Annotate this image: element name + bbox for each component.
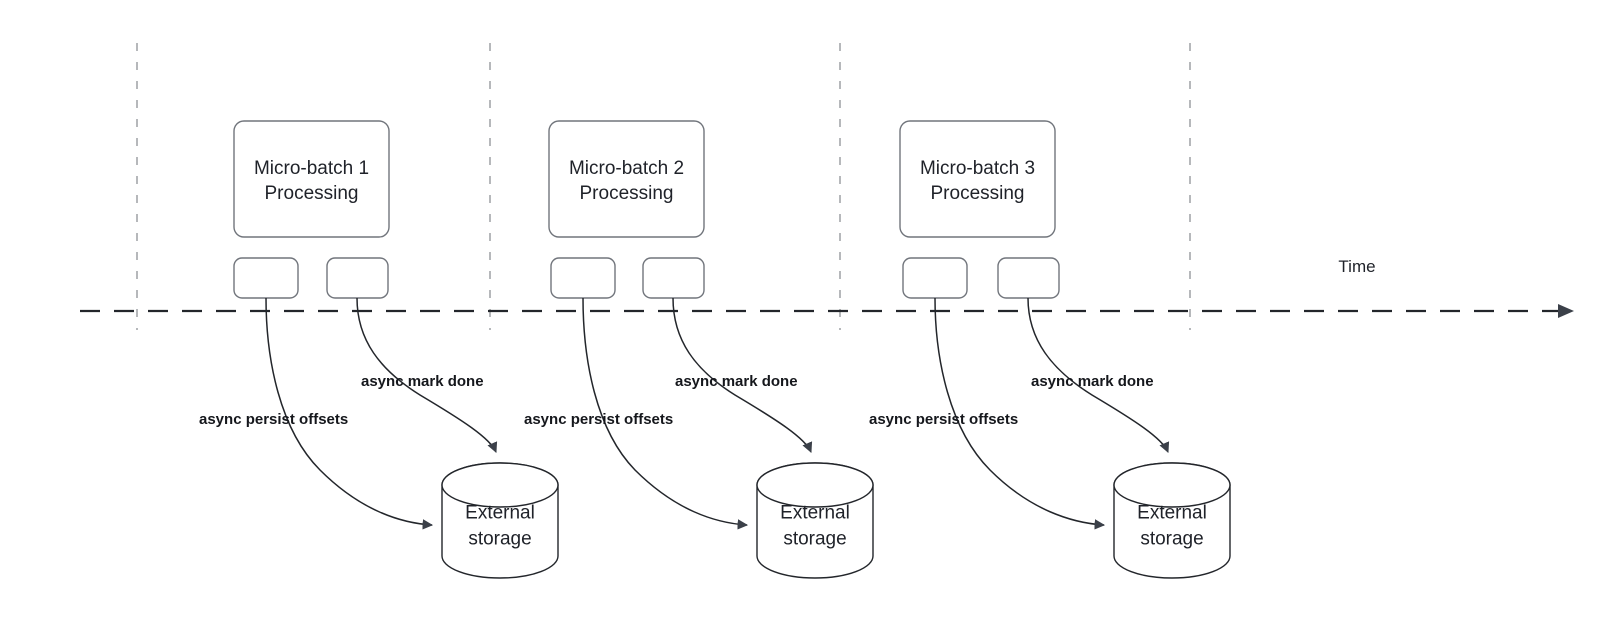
micro-batch-box-title: Micro-batch 1 (254, 158, 369, 179)
task-box-markdone[interactable] (997, 257, 1060, 299)
micro-batch-box-subtitle: Processing (931, 183, 1025, 204)
edge-persist-offsets (265, 297, 434, 530)
task-box-persist[interactable] (233, 257, 299, 299)
task-box-markdone[interactable] (642, 257, 705, 299)
micro-batch-box-title: Micro-batch 2 (569, 158, 684, 179)
edge-persist-offsets-label: async persist offsets (869, 411, 1018, 428)
micro-batch-box[interactable] (899, 120, 1056, 238)
edge-persist-offsets (934, 297, 1106, 530)
edge-mark-done (356, 297, 498, 453)
external-storage-label-line2: storage (468, 529, 531, 550)
external-storage-label-line1: External (465, 503, 535, 524)
task-box-markdone[interactable] (326, 257, 389, 299)
task-box-persist[interactable] (550, 257, 616, 299)
edge-mark-done-label: async mark done (361, 373, 484, 390)
edge-persist-offsets-label: async persist offsets (524, 411, 673, 428)
external-storage-label-line2: storage (783, 529, 846, 550)
micro-batch-box[interactable] (233, 120, 390, 238)
external-storage-cylinder-top (441, 462, 559, 508)
external-storage-label-line1: External (1137, 503, 1207, 524)
edge-mark-done (1027, 297, 1170, 453)
micro-batch-box-title: Micro-batch 3 (920, 158, 1035, 179)
external-storage-label-line2: storage (1140, 529, 1203, 550)
external-storage-label-line1: External (780, 503, 850, 524)
edge-persist-offsets (582, 297, 749, 530)
micro-batch-box[interactable] (548, 120, 705, 238)
edge-mark-done-label: async mark done (675, 373, 798, 390)
micro-batch-box-subtitle: Processing (580, 183, 674, 204)
timeline-axis (80, 304, 1574, 318)
time-axis-label: Time (1338, 257, 1375, 276)
time-axis-arrowhead (1558, 304, 1574, 318)
edge-mark-done-label: async mark done (1031, 373, 1154, 390)
micro-batch-box-subtitle: Processing (265, 183, 359, 204)
external-storage-cylinder-top (1113, 462, 1231, 508)
task-box-persist[interactable] (902, 257, 968, 299)
edge-mark-done (672, 297, 813, 453)
edge-persist-offsets-label: async persist offsets (199, 411, 348, 428)
external-storage-cylinder-top (756, 462, 874, 508)
